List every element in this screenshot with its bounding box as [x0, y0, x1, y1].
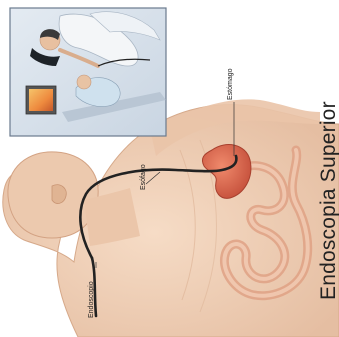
inset-procedure-scene: [10, 8, 166, 136]
label-esophagus: Esófago: [140, 164, 147, 190]
monitor-icon: [26, 86, 56, 114]
illustration-title: Endoscopia Superior: [317, 101, 339, 300]
label-stomach: Estómago: [227, 68, 234, 100]
label-endoscope: Endoscopio: [88, 281, 95, 318]
